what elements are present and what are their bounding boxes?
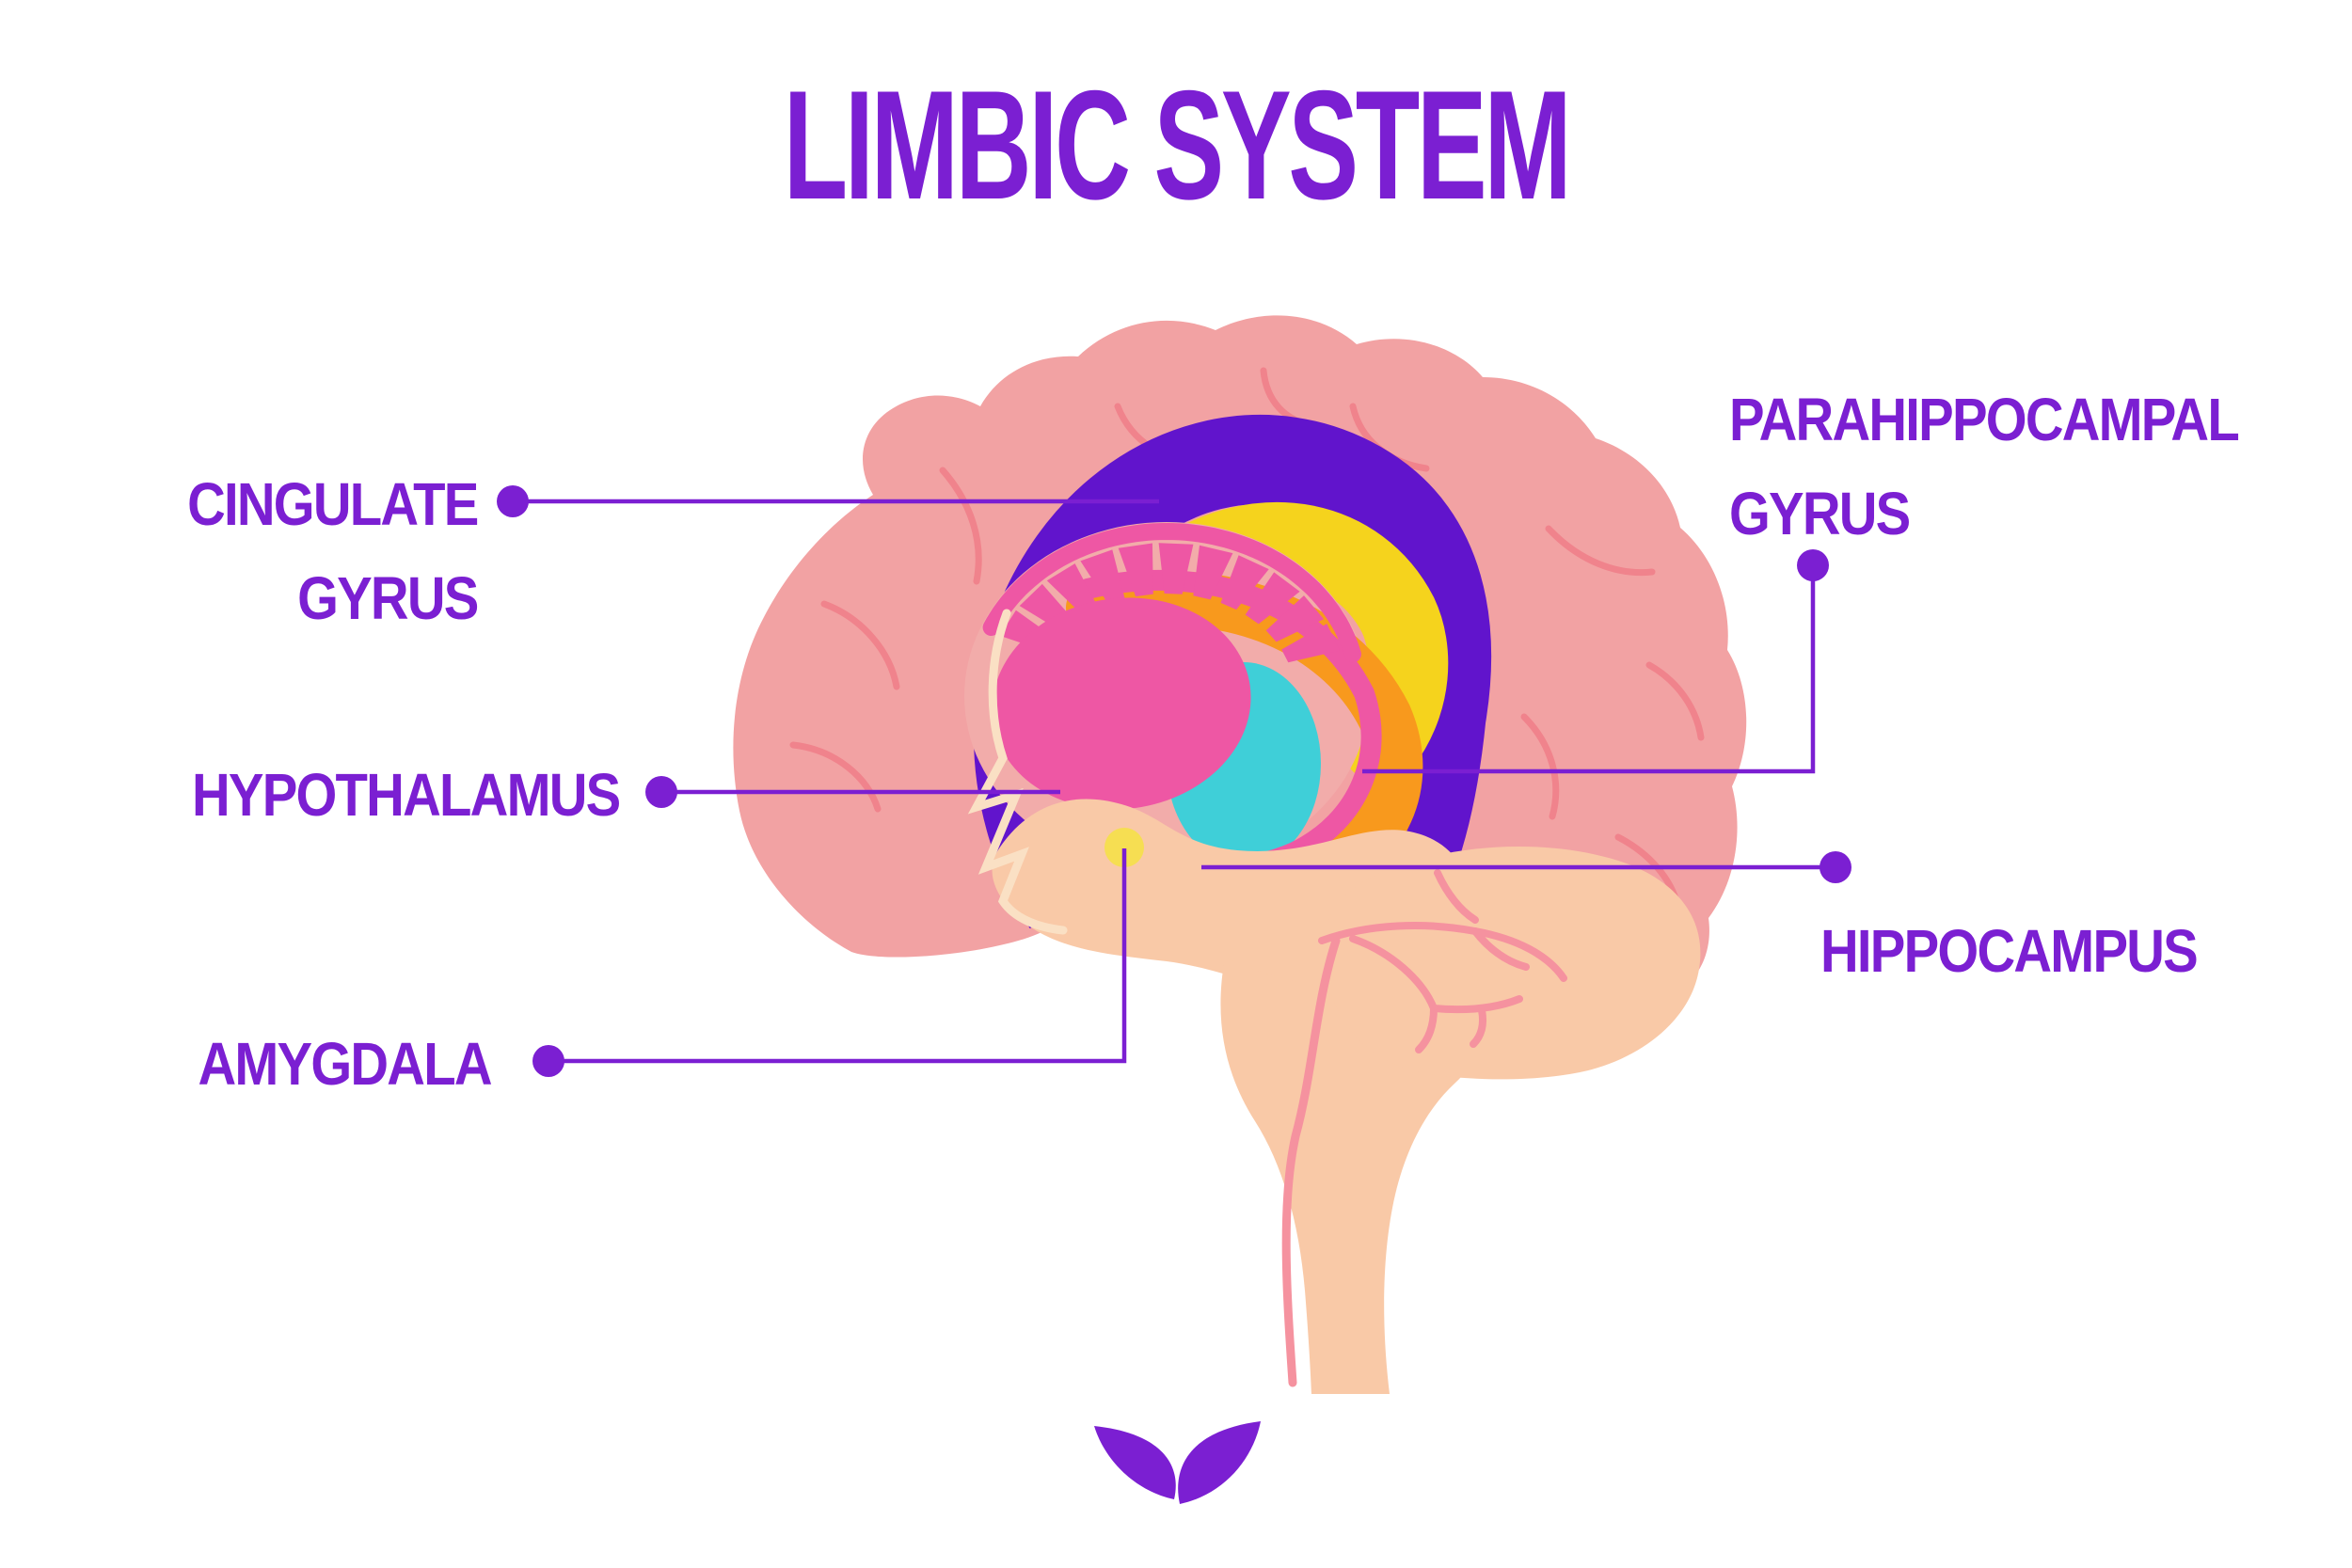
fornix-stripe (1046, 563, 1099, 617)
label-hippocampus: HIPPOCAMPUS (1820, 904, 2199, 998)
hippocampus-leader-dot (1820, 851, 1851, 883)
parahippocampal-leader-line (1362, 565, 1816, 774)
fornix-stripe (1265, 595, 1325, 642)
label-parahippocampal-line2: GYRUS (1729, 480, 1911, 547)
fornix-stripe (1158, 543, 1194, 594)
label-parahippocampal-line1: PARAHIPPOCAMPAL (1729, 386, 2240, 453)
ventricle-zigzag (967, 609, 1068, 935)
label-hippocampus-line1: HIPPOCAMPUS (1820, 917, 2199, 985)
fornix-stripe (1281, 624, 1341, 663)
logo-right-petal (1178, 1421, 1261, 1504)
label-parahippocampal-gyrus: PARAHIPPOCAMPAL GYRUS (1729, 372, 2240, 561)
fornix-stripe (1118, 543, 1153, 597)
label-cingulate-line2: GYRUS (297, 564, 480, 632)
leader-lines (513, 499, 1836, 1064)
page-title: LIMBIC SYSTEM (783, 58, 1572, 231)
label-amygdala: AMYGDALA (198, 1017, 493, 1111)
hypothalamus-leader-dot (645, 776, 677, 808)
label-hypothalamus-line1: HYPOTHALAMUS (191, 761, 621, 829)
leader-dots (497, 485, 1851, 1077)
fornix-stripe (1220, 555, 1269, 610)
logo-left-petal (1094, 1426, 1176, 1499)
fornix-outer-rim (982, 522, 1361, 663)
brain-illustration (733, 315, 1747, 1394)
amygdala-leader-line (548, 848, 1127, 1064)
label-amygdala-line1: AMYGDALA (198, 1030, 493, 1098)
cerebellum-veins (1281, 869, 1567, 1387)
label-cingulate-line1: CINGULATE (187, 470, 480, 538)
fornix-stripe (1080, 549, 1125, 605)
thalamus-shape (992, 597, 1251, 810)
amygdala-shape (1104, 828, 1144, 867)
parahippocampal-leader-dot (1797, 549, 1829, 581)
fornix-stripe (1193, 545, 1233, 600)
mindvalley-logo (1094, 1421, 1261, 1504)
brainstem-vessel (1281, 936, 1341, 1387)
label-cingulate-gyrus: CINGULATE GYRUS (187, 457, 480, 645)
fornix-stripe (1245, 572, 1300, 625)
cingulate-leader-dot (497, 485, 529, 517)
label-hypothalamus: HYPOTHALAMUS (191, 748, 621, 842)
amygdala-leader-dot (532, 1045, 564, 1077)
